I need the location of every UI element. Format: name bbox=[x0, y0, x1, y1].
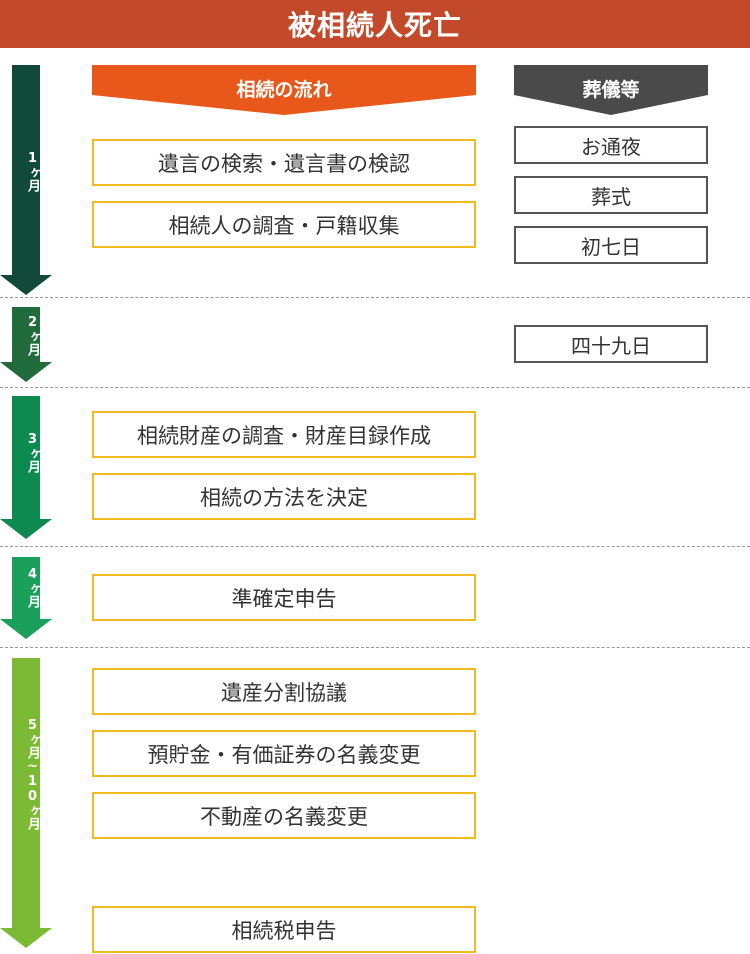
page-title: 被相続人死亡 bbox=[0, 0, 750, 48]
funeral-step: お通夜 bbox=[514, 126, 708, 164]
period-arrow-1: 1ヶ月 bbox=[0, 65, 52, 295]
funeral-step: 四十九日 bbox=[514, 325, 708, 363]
flow-step: 預貯金・有価証券の名義変更 bbox=[92, 730, 476, 777]
period-label-3: 3ヶ月 bbox=[25, 432, 40, 473]
period-label-5: 5ヶ月~10ヶ月 bbox=[25, 718, 40, 830]
flow-step: 遺産分割協議 bbox=[92, 668, 476, 715]
period-arrow-2: 2ヶ月 bbox=[0, 307, 52, 382]
flow-step: 遺言の検索・遺言書の検認 bbox=[92, 139, 476, 186]
period-divider bbox=[0, 647, 750, 648]
flow-step: 相続財産の調査・財産目録作成 bbox=[92, 411, 476, 458]
period-arrow-5: 5ヶ月~10ヶ月 bbox=[0, 658, 52, 948]
period-divider bbox=[0, 387, 750, 388]
funeral-banner: 葬儀等 bbox=[514, 65, 708, 115]
flow-banner: 相続の流れ bbox=[92, 65, 476, 115]
period-arrow-3: 3ヶ月 bbox=[0, 396, 52, 539]
period-label-2: 2ヶ月 bbox=[25, 315, 40, 356]
funeral-step: 葬式 bbox=[514, 176, 708, 214]
flow-step: 相続人の調査・戸籍収集 bbox=[92, 201, 476, 248]
flow-step: 相続の方法を決定 bbox=[92, 473, 476, 520]
flow-step: 準確定申告 bbox=[92, 574, 476, 621]
period-label-1: 1ヶ月 bbox=[25, 151, 40, 192]
period-divider bbox=[0, 297, 750, 298]
period-divider bbox=[0, 546, 750, 547]
period-label-4: 4ヶ月 bbox=[25, 567, 40, 608]
flow-step: 不動産の名義変更 bbox=[92, 792, 476, 839]
period-arrow-4: 4ヶ月 bbox=[0, 557, 52, 639]
flow-step: 相続税申告 bbox=[92, 906, 476, 953]
funeral-step: 初七日 bbox=[514, 226, 708, 264]
